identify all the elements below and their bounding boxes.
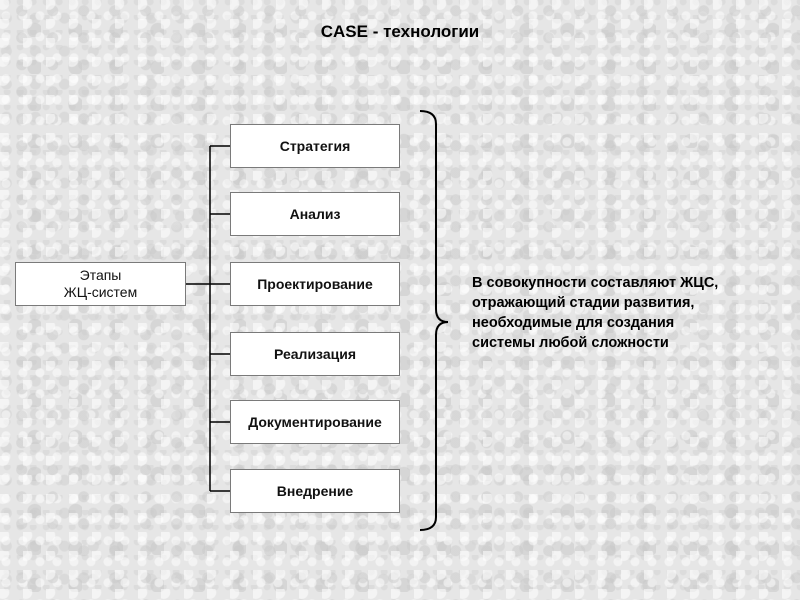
stage-analysis: Анализ [230, 192, 400, 236]
stage-strategy-label: Стратегия [279, 137, 351, 154]
stage-strategy: Стратегия [230, 124, 400, 168]
root-node-line-1: Этапы [79, 267, 122, 283]
summary-line-4: системы любой сложности [472, 335, 669, 351]
stage-design-label: Проектирование [257, 275, 373, 292]
slide-title: CASE - технологии [320, 22, 480, 41]
root-node-lifecycle-stages: Этапы ЖЦ-систем [15, 262, 186, 306]
stage-analysis-label: Анализ [289, 205, 341, 222]
stage-documentation: Документирование [230, 400, 400, 444]
stage-implementation: Реализация [230, 332, 400, 376]
summary-line-2: отражающий стадии развития, [472, 295, 695, 311]
curly-brace [419, 110, 449, 531]
summary-line-1: В совокупности составляют ЖЦС, [472, 275, 719, 291]
stage-deployment: Внедрение [230, 469, 400, 513]
summary-line-3: необходимые для создания [472, 315, 675, 331]
stage-implementation-label: Реализация [273, 345, 356, 362]
stage-deployment-label: Внедрение [276, 482, 354, 499]
stage-design: Проектирование [230, 262, 400, 306]
root-node-line-2: ЖЦ-систем [63, 284, 138, 300]
summary-text: В совокупности составляют ЖЦС, отражающи… [472, 273, 792, 353]
stage-documentation-label: Документирование [248, 413, 382, 430]
